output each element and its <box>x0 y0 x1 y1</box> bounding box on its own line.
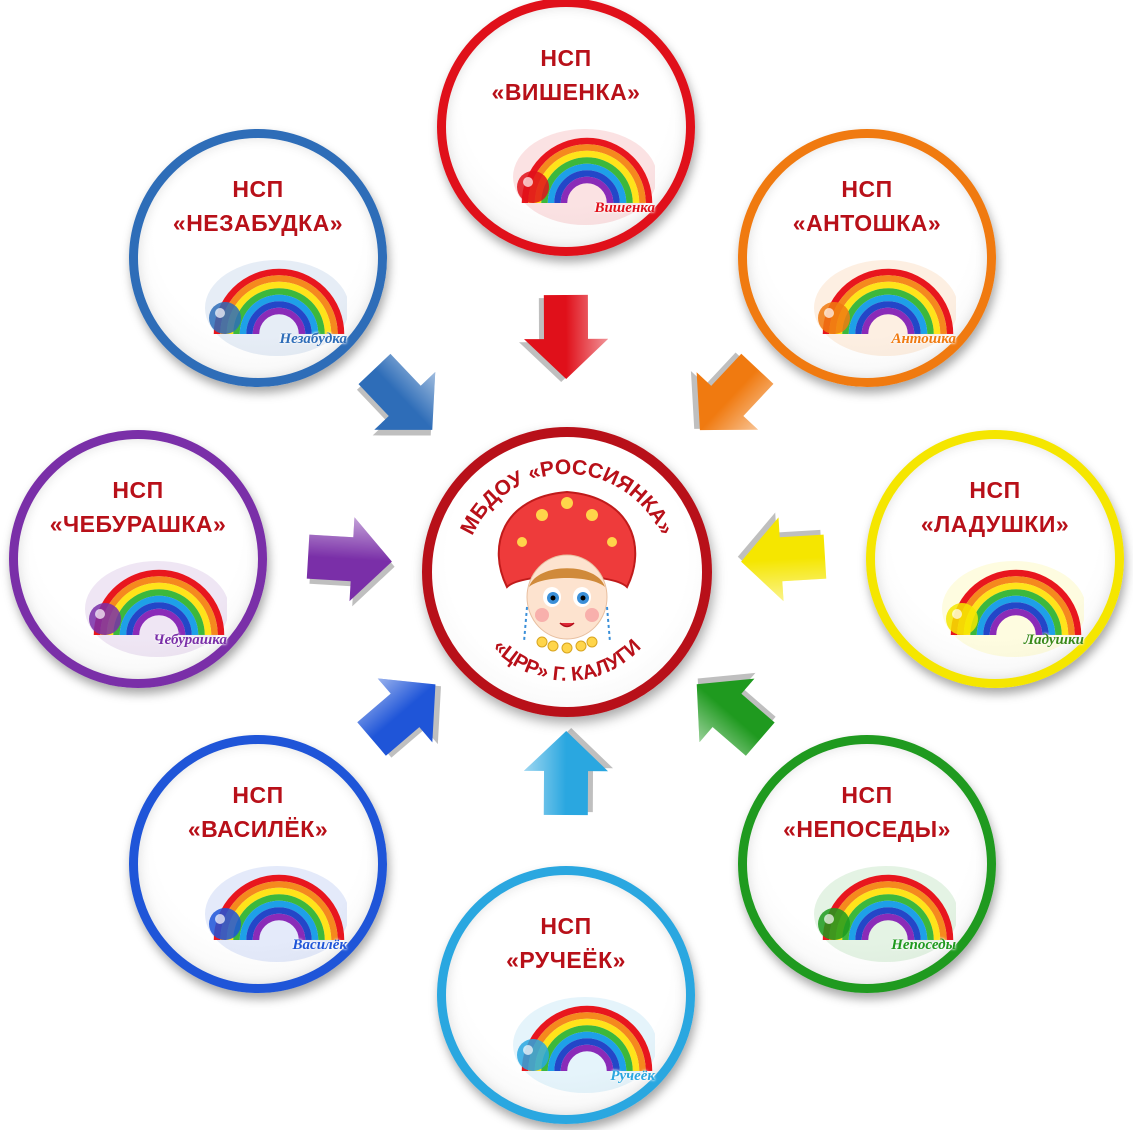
rainbow-arc <box>560 176 614 204</box>
rainbow-arc <box>547 163 627 204</box>
logo-label: Вишенка <box>594 200 655 216</box>
node-cheburashka: НСП «ЧЕБУРАШКА» Чебурашка <box>9 430 267 688</box>
node-prefix: НСП <box>232 176 284 202</box>
node-name: «ВИШЕНКА» <box>491 79 641 105</box>
node-prefix: НСП <box>969 477 1021 503</box>
cheburashka-icon <box>89 603 121 635</box>
node-prefix: НСП <box>841 176 893 202</box>
logo-label: Антошка <box>891 331 956 347</box>
node-prefix: НСП <box>112 477 164 503</box>
node-prefix: НСП <box>540 913 592 939</box>
rainbow-arc <box>861 913 915 941</box>
node-neposedy: НСП «НЕПОСЕДЫ» Непоседы <box>738 735 996 993</box>
rainbow-arc <box>252 307 306 335</box>
hands-icon <box>946 603 978 635</box>
cherry-icon <box>517 171 549 203</box>
rainbow-arc <box>246 301 312 335</box>
node-ladushki: НСП «ЛАДУШКИ» Ладушки <box>866 430 1124 688</box>
cornflower-icon <box>209 908 241 940</box>
logo-label: Чебурашка <box>153 632 227 648</box>
node-prefix: НСП <box>841 782 893 808</box>
node-vasilyok: НСП «ВАСИЛЁК» Василёк <box>129 735 387 993</box>
rainbow-arc <box>861 307 915 335</box>
arrow-1 <box>519 294 609 383</box>
arrow-8 <box>356 353 436 436</box>
rainbow-arc <box>126 602 192 636</box>
boy-face-icon <box>818 302 850 334</box>
rainbow-arc <box>119 595 199 636</box>
arrow-7 <box>306 517 395 607</box>
logo-ladushki: Ладушки <box>924 539 1086 657</box>
logo-nezabudka: Незабудка <box>187 238 349 356</box>
node-name: «НЕЗАБУДКА» <box>172 210 344 236</box>
logo-ruchyok: Ручеёк <box>495 975 657 1093</box>
node-name: «НЕПОСЕДЫ» <box>783 816 951 842</box>
rainbow-arc <box>132 608 186 636</box>
node-ruchyok: НСП «РУЧЕЁК» Ручеёк <box>437 866 695 1124</box>
rainbow-arc <box>239 900 319 941</box>
rainbow-arc <box>989 608 1043 636</box>
logo-vishenka: Вишенка <box>495 107 657 225</box>
matryoshka-icon <box>497 490 637 654</box>
rainbow-arc <box>246 907 312 941</box>
logo-antoshka: Антошка <box>796 238 958 356</box>
forget-me-not-icon <box>209 302 241 334</box>
girl-icon <box>818 908 850 940</box>
node-prefix: НСП <box>232 782 284 808</box>
arrow-6 <box>357 678 441 758</box>
node-name: «РУЧЕЁК» <box>506 947 626 973</box>
rainbow-arc <box>855 301 921 335</box>
logo-neposedy: Непоседы <box>796 844 958 962</box>
rainbow-arc <box>547 1031 627 1072</box>
arrow-5 <box>524 728 614 816</box>
rainbow-arc <box>252 913 306 941</box>
logo-label: Незабудка <box>279 331 347 347</box>
rainbow-arc <box>848 294 928 335</box>
node-nezabudka: НСП «НЕЗАБУДКА» Незабудка <box>129 129 387 387</box>
rainbow-arc <box>560 1044 614 1072</box>
arrow-4 <box>696 672 776 756</box>
node-name: «ВАСИЛЁК» <box>187 816 329 842</box>
rainbow-arc <box>554 170 620 204</box>
logo-vasilyok: Василёк <box>187 844 349 962</box>
logo-label: Ладушки <box>1023 632 1084 648</box>
center-node: МБДОУ «РОССИЯНКА» «ЦРР» Г. КАЛУГИ <box>422 427 712 717</box>
node-antoshka: НСП «АНТОШКА» Антошка <box>738 129 996 387</box>
rainbow-arc <box>983 602 1049 636</box>
logo-label: Ручеёк <box>610 1068 655 1084</box>
node-prefix: НСП <box>540 45 592 71</box>
node-name: «АНТОШКА» <box>792 210 942 236</box>
node-name: «ЛАДУШКИ» <box>920 511 1070 537</box>
logo-label: Василёк <box>292 937 347 953</box>
rainbow-arc <box>855 907 921 941</box>
wave-icon <box>517 1039 549 1071</box>
arrow-2 <box>690 352 774 431</box>
rainbow-arc <box>554 1038 620 1072</box>
rainbow-arc <box>239 294 319 335</box>
logo-cheburashka: Чебурашка <box>67 539 229 657</box>
rainbow-arc <box>848 900 928 941</box>
arrow-3 <box>737 512 827 602</box>
node-vishenka: НСП «ВИШЕНКА» Вишенка <box>437 0 695 256</box>
logo-label: Непоседы <box>891 937 956 953</box>
rainbow-arc <box>976 595 1056 636</box>
node-name: «ЧЕБУРАШКА» <box>49 511 227 537</box>
